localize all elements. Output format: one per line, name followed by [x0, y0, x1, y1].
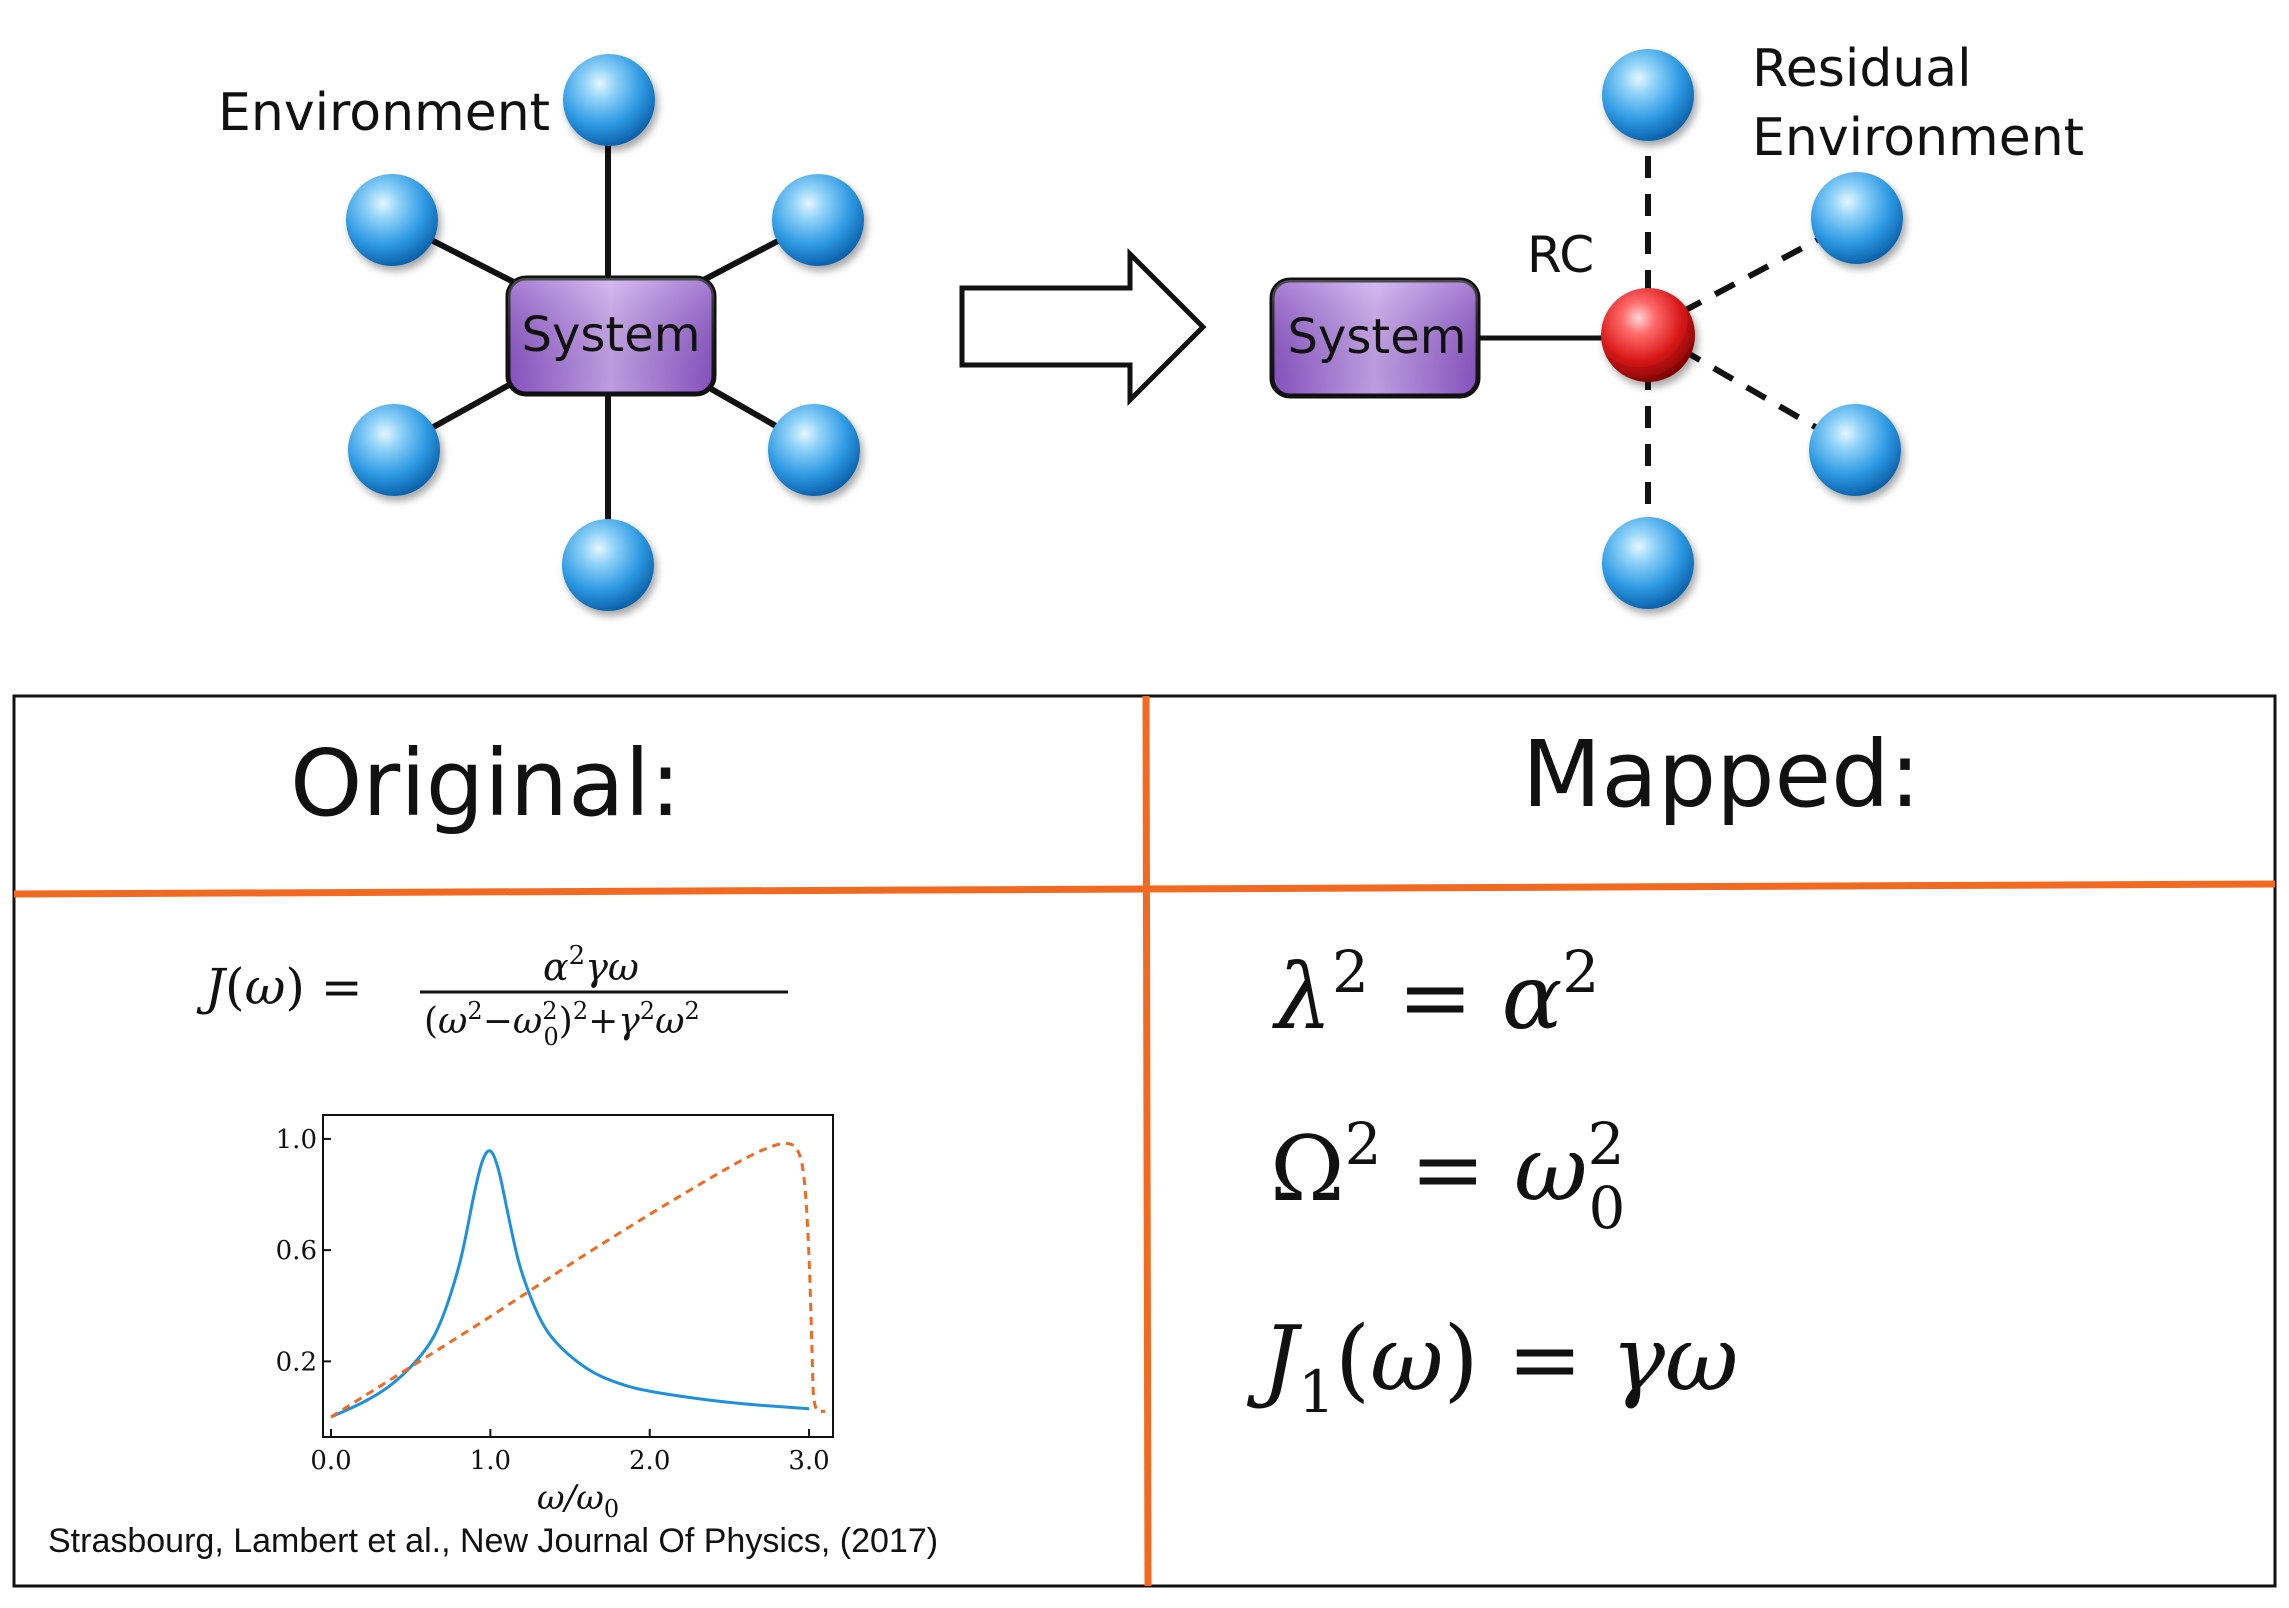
environment-mode [348, 404, 440, 496]
chart-ticks: 0.0 1.0 2.0 3.0 0.2 0.6 1.0 [276, 1125, 830, 1476]
x-tick-label: 1.0 [470, 1446, 511, 1476]
mapping-arrow [959, 247, 1207, 407]
table-vertical-divider [1142, 695, 1152, 1587]
reaction-coordinate-mode [1601, 288, 1695, 382]
environment-modes [346, 54, 864, 611]
x-tick-label: 2.0 [629, 1446, 670, 1476]
environment-mode [772, 174, 864, 266]
y-tick-label: 0.2 [276, 1347, 317, 1377]
orange-dashed-series-line [330, 1141, 825, 1419]
formula-lhs: J(ω) = [196, 958, 363, 1016]
system-box: System [505, 275, 717, 397]
chart-frame [322, 1114, 834, 1438]
residual-label-line2: Environment [1752, 108, 2084, 168]
residual-label-line1: Residual [1752, 39, 1972, 99]
mapped-formula-lambda: λ2 = α2 [1272, 938, 1599, 1050]
residual-mode [1811, 172, 1903, 264]
rc-label: RC [1527, 226, 1594, 284]
blue-solid-series-line [330, 1149, 810, 1419]
formula-numerator: α2γω [543, 941, 639, 989]
y-tick-label: 1.0 [276, 1125, 317, 1155]
y-tick-label: 0.6 [276, 1236, 317, 1266]
original-star-diagram: System Environment [218, 54, 864, 611]
chart-x-axis-label: ω/ω0 [537, 1478, 619, 1523]
x-tick-label: 0.0 [310, 1446, 351, 1476]
residual-mode [1809, 404, 1901, 496]
environment-mode [346, 174, 438, 266]
mapped-system-label: System [1288, 309, 1467, 365]
spectral-density-chart: 0.0 1.0 2.0 3.0 0.2 0.6 1.0 ω/ω0 [276, 1114, 834, 1523]
mapped-diagram: System RC Residual Environment [1269, 39, 2084, 609]
chart-series [330, 1141, 825, 1419]
environment-label: Environment [218, 83, 550, 143]
mapped-formula-j1: J1(ω) = γω [1246, 1307, 1738, 1426]
original-header: Original: [290, 730, 681, 837]
x-tick-label: 3.0 [788, 1446, 829, 1476]
environment-mode [563, 54, 655, 146]
environment-mode [768, 404, 860, 496]
citation: Strasbourg, Lambert et al., New Journal … [48, 1522, 938, 1560]
residual-mode [1602, 49, 1694, 141]
system-label: System [522, 307, 701, 363]
environment-mode [562, 519, 654, 611]
residual-mode [1602, 517, 1694, 609]
mapped-header: Mapped: [1522, 721, 1921, 828]
residual-environment-modes [1602, 49, 1903, 609]
mapped-system-box: System [1269, 277, 1481, 399]
